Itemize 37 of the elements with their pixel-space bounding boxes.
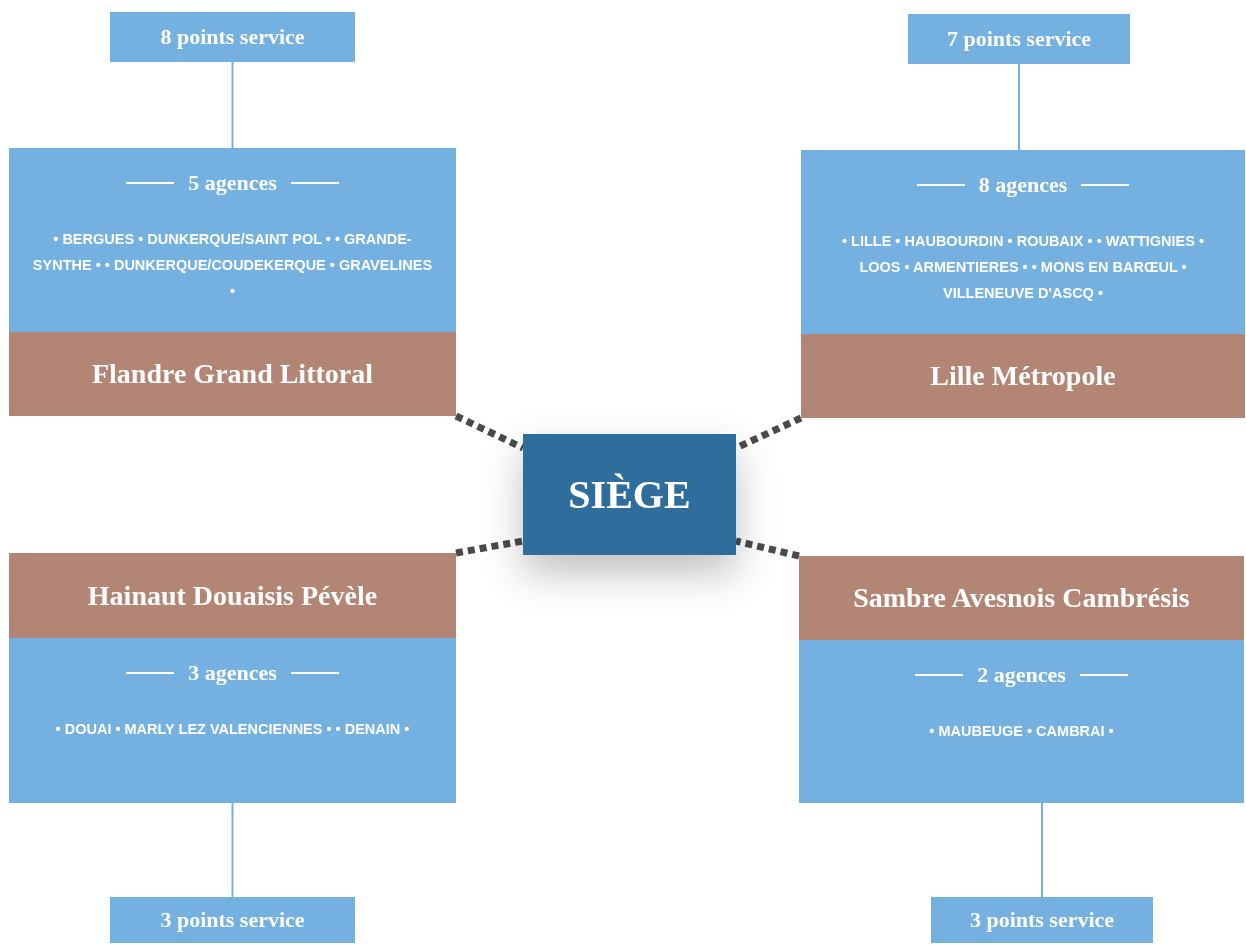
- headquarters-label: SIÈGE: [568, 471, 691, 518]
- connector-line: [231, 802, 234, 898]
- agency-panel: [9, 148, 456, 332]
- region-band: [9, 332, 456, 416]
- agency-panel: [801, 150, 1245, 334]
- region-band: [801, 334, 1245, 418]
- service-count-box: [110, 12, 355, 62]
- region-name: Flandre Grand Littoral: [91, 358, 373, 390]
- region-band: [799, 556, 1244, 640]
- region-name: Sambre Avesnois Cambrésis: [853, 582, 1190, 614]
- dotted-connector: [454, 412, 525, 452]
- dotted-connector: [735, 537, 800, 560]
- agency-count: 5 agences: [188, 170, 277, 196]
- agency-count: 2 agences: [977, 662, 1066, 688]
- agency-list: • MAUBEUGE • CAMBRAI •: [921, 718, 1122, 744]
- service-count-box: [908, 14, 1130, 64]
- headquarters-box: [523, 434, 736, 555]
- agency-list: • DOUAI • MARLY LEZ VALENCIENNES • • DENAIN •: [47, 716, 418, 742]
- region-name: Hainaut Douaisis Pévèle: [87, 579, 378, 612]
- agency-list: • LILLE • HAUBOURDIN • ROUBAIX • • WATTIGNIES • LOOS • ARMENTIERES • • MONS EN BARŒUL • VILLENEUVE D'ASCQ •: [825, 228, 1221, 306]
- connector-line: [1041, 802, 1043, 898]
- service-count: 3 points service: [160, 907, 305, 933]
- region-name: Lille Métropole: [930, 360, 1116, 392]
- service-count: 3 points service: [969, 907, 1115, 933]
- region-band: [9, 553, 456, 638]
- agency-panel: [9, 638, 456, 803]
- agency-panel: [799, 640, 1244, 803]
- connector-line: [1018, 63, 1020, 151]
- agency-count: 3 agences: [188, 660, 277, 686]
- service-count-box: [110, 897, 355, 943]
- service-count-box: [931, 897, 1153, 943]
- agency-count: 8 agences: [978, 172, 1068, 198]
- service-count: 8 points service: [160, 24, 305, 50]
- connector-line: [231, 61, 234, 149]
- service-count: 7 points service: [946, 26, 1092, 52]
- agency-list: • BERGUES • DUNKERQUE/SAINT POL • • GRANDE-SYNTHE • • DUNKERQUE/COUDEKERQUE • GRAVELINES •: [24, 226, 441, 304]
- dotted-connector: [455, 537, 524, 557]
